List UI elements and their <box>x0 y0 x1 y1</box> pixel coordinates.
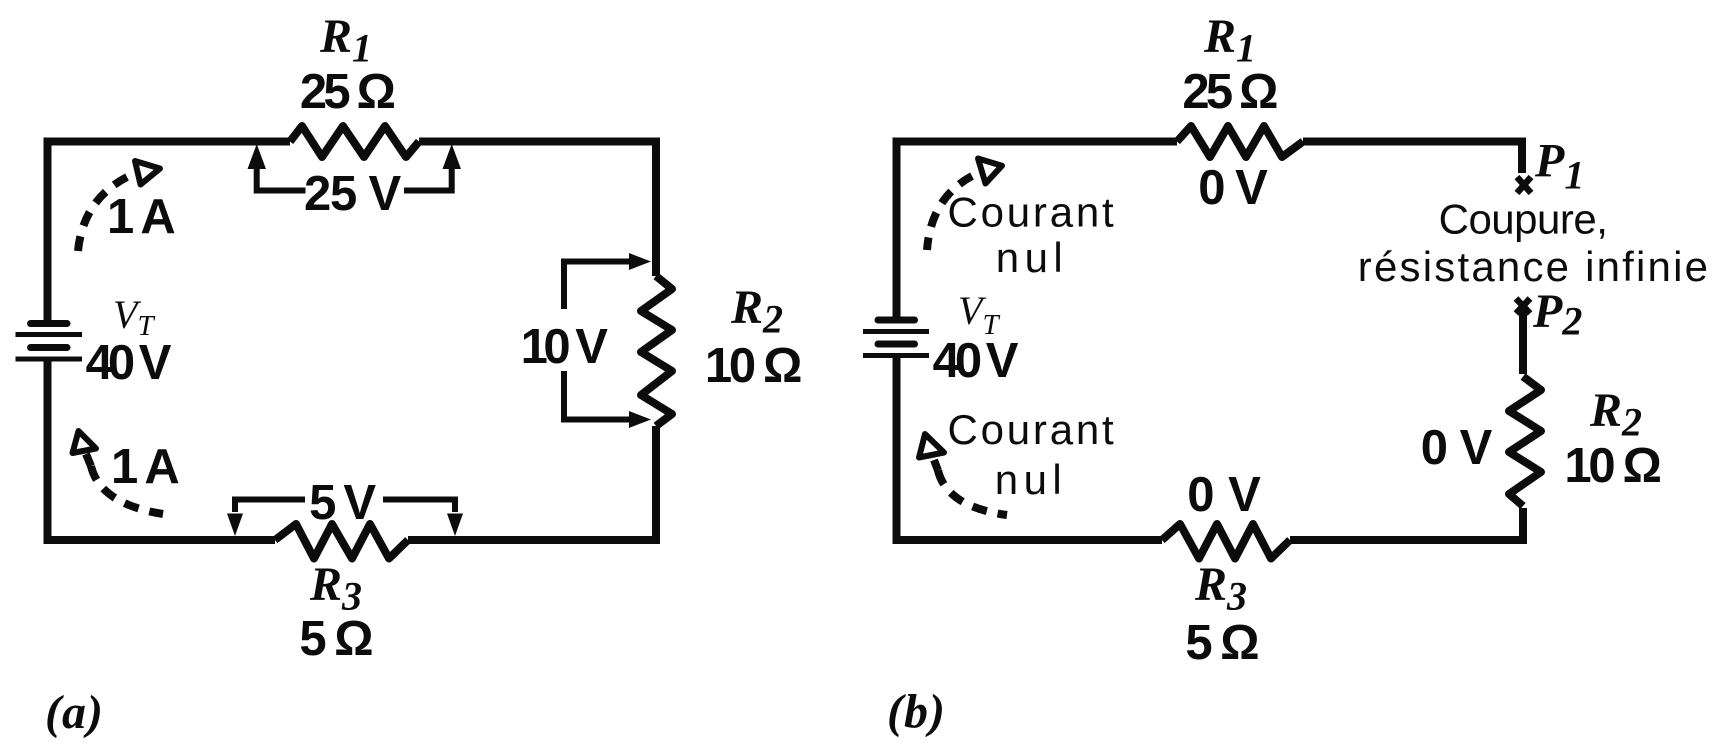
svg-text:40 V: 40 V <box>86 336 172 390</box>
svg-text:5 V: 5 V <box>309 476 376 530</box>
svg-text:Coupure,: Coupure, <box>1439 196 1608 243</box>
svg-text:40 V: 40 V <box>933 334 1019 388</box>
svg-text:10 V: 10 V <box>521 320 609 374</box>
svg-text:10 Ω: 10 Ω <box>705 339 801 393</box>
svg-text:25 Ω: 25 Ω <box>1182 65 1277 119</box>
svg-text:Courant: Courant <box>947 189 1116 236</box>
svg-text:nul: nul <box>995 456 1068 503</box>
svg-text:5 Ω: 5 Ω <box>299 612 372 666</box>
svg-text:1 A: 1 A <box>111 440 179 494</box>
svg-text:5 Ω: 5 Ω <box>1185 616 1258 670</box>
svg-text:0 V: 0 V <box>1187 468 1261 522</box>
svg-text:1 A: 1 A <box>107 190 175 244</box>
svg-text:résistance infinie: résistance infinie <box>1358 243 1710 290</box>
svg-text:(b): (b) <box>887 685 946 738</box>
svg-text:25 V: 25 V <box>304 167 402 221</box>
svg-text:0 V: 0 V <box>1198 161 1268 215</box>
svg-text:10 Ω: 10 Ω <box>1564 439 1660 493</box>
svg-text:0 V: 0 V <box>1421 421 1493 475</box>
svg-text:(a): (a) <box>45 686 104 739</box>
svg-text:Courant: Courant <box>947 406 1116 453</box>
svg-text:25 Ω: 25 Ω <box>300 65 395 119</box>
svg-text:nul: nul <box>996 234 1069 281</box>
